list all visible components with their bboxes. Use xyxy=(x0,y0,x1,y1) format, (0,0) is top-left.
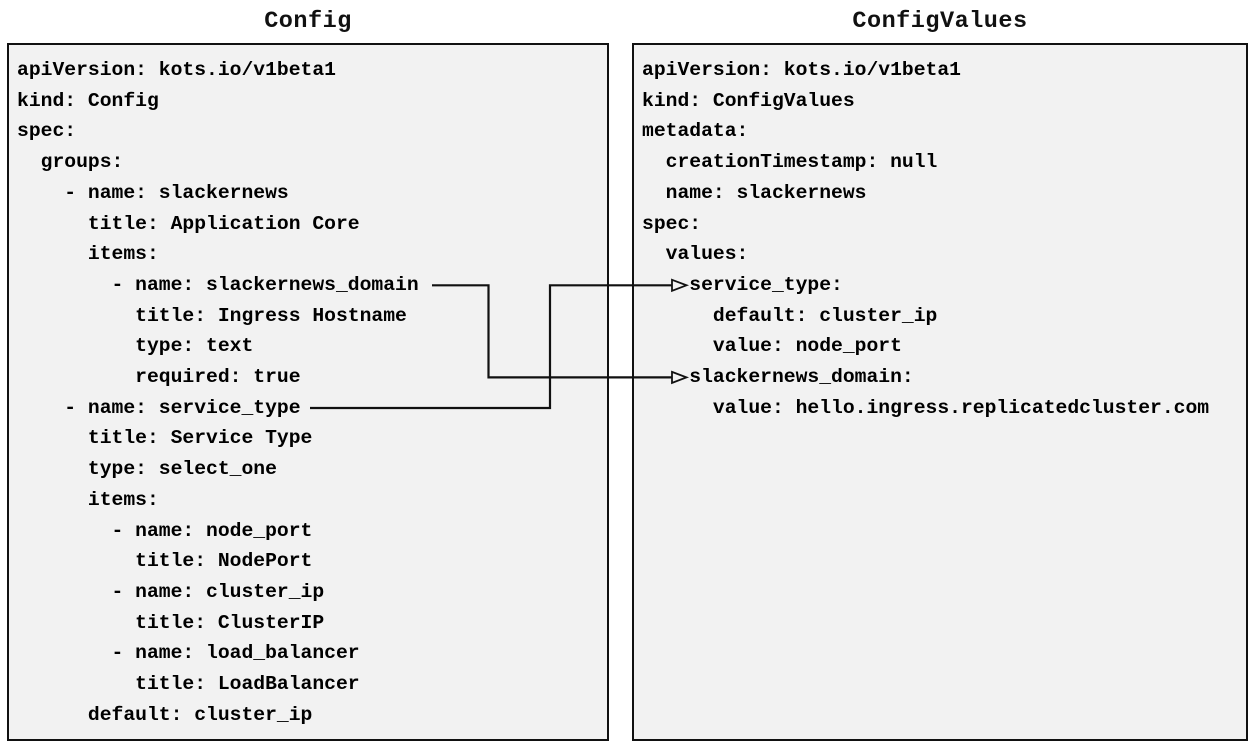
configvalues-yaml-code: apiVersion: kots.io/v1beta1 kind: Config… xyxy=(642,59,1210,419)
config-yaml-panel: apiVersion: kots.io/v1beta1 kind: Config… xyxy=(7,43,609,741)
configvalues-yaml-panel: apiVersion: kots.io/v1beta1 kind: Config… xyxy=(632,43,1248,741)
config-yaml-code: apiVersion: kots.io/v1beta1 kind: Config… xyxy=(17,59,419,726)
config-panel-title: Config xyxy=(264,8,352,35)
configvalues-panel-title: ConfigValues xyxy=(852,8,1028,35)
